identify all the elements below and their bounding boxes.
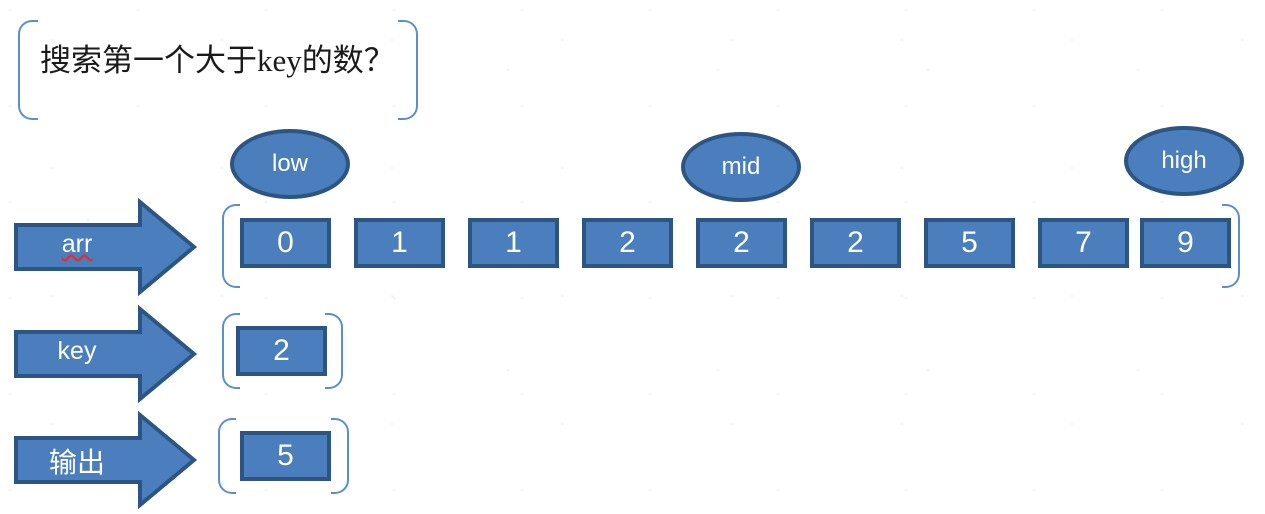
arr-cell-1[interactable]: 1 xyxy=(354,218,445,268)
arrow-arr-shape xyxy=(14,197,198,297)
output-bracket-right xyxy=(331,418,349,494)
arr-bracket-right xyxy=(1222,204,1240,288)
arrow-arr[interactable]: arr xyxy=(14,197,198,297)
arr-cell-5-value: 2 xyxy=(847,226,864,259)
title-bracket-left xyxy=(18,20,38,120)
arrow-key[interactable]: key xyxy=(14,304,198,404)
arr-cell-3[interactable]: 2 xyxy=(582,218,673,268)
output-cell-0-value: 5 xyxy=(277,439,294,472)
arr-cell-6[interactable]: 5 xyxy=(924,218,1015,268)
title-bracket-right xyxy=(398,20,418,120)
arr-cell-8[interactable]: 9 xyxy=(1140,218,1231,268)
arr-cell-8-value: 9 xyxy=(1177,226,1194,259)
page-title: 搜索第一个大于key的数？ xyxy=(40,43,395,78)
arr-cell-0[interactable]: 0 xyxy=(240,218,331,268)
arr-cell-5[interactable]: 2 xyxy=(810,218,901,268)
pointer-ellipse-high[interactable]: high xyxy=(1124,126,1244,196)
arr-cell-3-value: 2 xyxy=(619,226,636,259)
arr-cell-7[interactable]: 7 xyxy=(1038,218,1129,268)
pointer-label-high: high xyxy=(1161,147,1207,174)
arr-bracket-left xyxy=(222,204,240,288)
arrow-key-shape xyxy=(14,304,198,404)
output-cell-0[interactable]: 5 xyxy=(240,431,331,481)
arr-cell-1-value: 1 xyxy=(391,226,408,259)
key-bracket-left xyxy=(222,313,240,389)
arrow-output-shape xyxy=(14,410,198,510)
pointer-ellipse-mid[interactable]: mid xyxy=(681,132,801,202)
output-bracket-left xyxy=(218,418,236,494)
arr-cell-4[interactable]: 2 xyxy=(696,218,787,268)
key-cell-0-value: 2 xyxy=(273,334,290,367)
pointer-ellipse-low[interactable]: low xyxy=(230,129,350,199)
key-cell-0[interactable]: 2 xyxy=(236,326,327,376)
pointer-label-low: low xyxy=(271,150,308,177)
arr-cell-4-value: 2 xyxy=(733,226,750,259)
arrow-output[interactable]: 输出 xyxy=(14,410,198,510)
pointer-label-mid: mid xyxy=(721,153,761,180)
arr-cell-2[interactable]: 1 xyxy=(468,218,559,268)
arr-cell-2-value: 1 xyxy=(505,226,522,259)
arr-cell-7-value: 7 xyxy=(1075,226,1092,259)
key-bracket-right xyxy=(325,313,343,389)
arr-cell-6-value: 5 xyxy=(961,226,978,259)
arr-cell-0-value: 0 xyxy=(277,226,294,259)
